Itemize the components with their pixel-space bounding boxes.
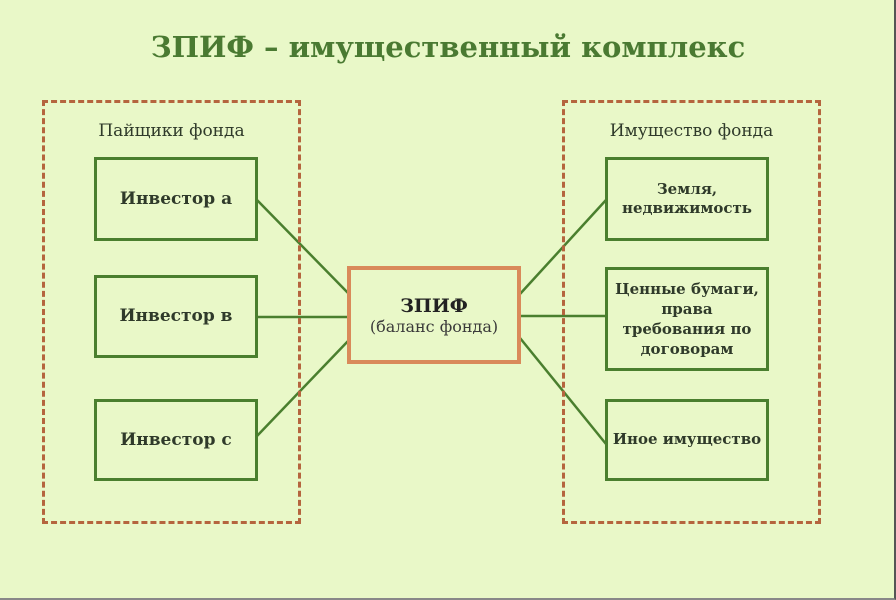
node-other-property: Иное имущество: [605, 399, 769, 481]
group-label: Пайщики фонда: [98, 121, 245, 141]
node-zpif: ЗПИФ (баланс фонда): [347, 266, 521, 364]
zpif-subtitle: (баланс фонда): [369, 316, 499, 336]
group-assets: Имущество фонда: [562, 100, 821, 524]
zpif-title: ЗПИФ: [400, 294, 468, 317]
node-investor-c: Инвестор с: [94, 399, 258, 481]
node-securities: Ценные бумаги, права требования по догов…: [605, 267, 769, 371]
node-investor-a: Инвестор а: [94, 157, 258, 241]
node-investor-b: Инвестор в: [94, 275, 258, 358]
connector-investor-c: [256, 339, 350, 437]
node-land: Земля, недвижимость: [605, 157, 769, 241]
group-label: Имущество фонда: [609, 121, 774, 141]
diagram-title: ЗПИФ – имущественный комплекс: [150, 30, 746, 64]
group-investors: Пайщики фонда: [42, 100, 301, 524]
connector-investor-a: [256, 199, 350, 295]
